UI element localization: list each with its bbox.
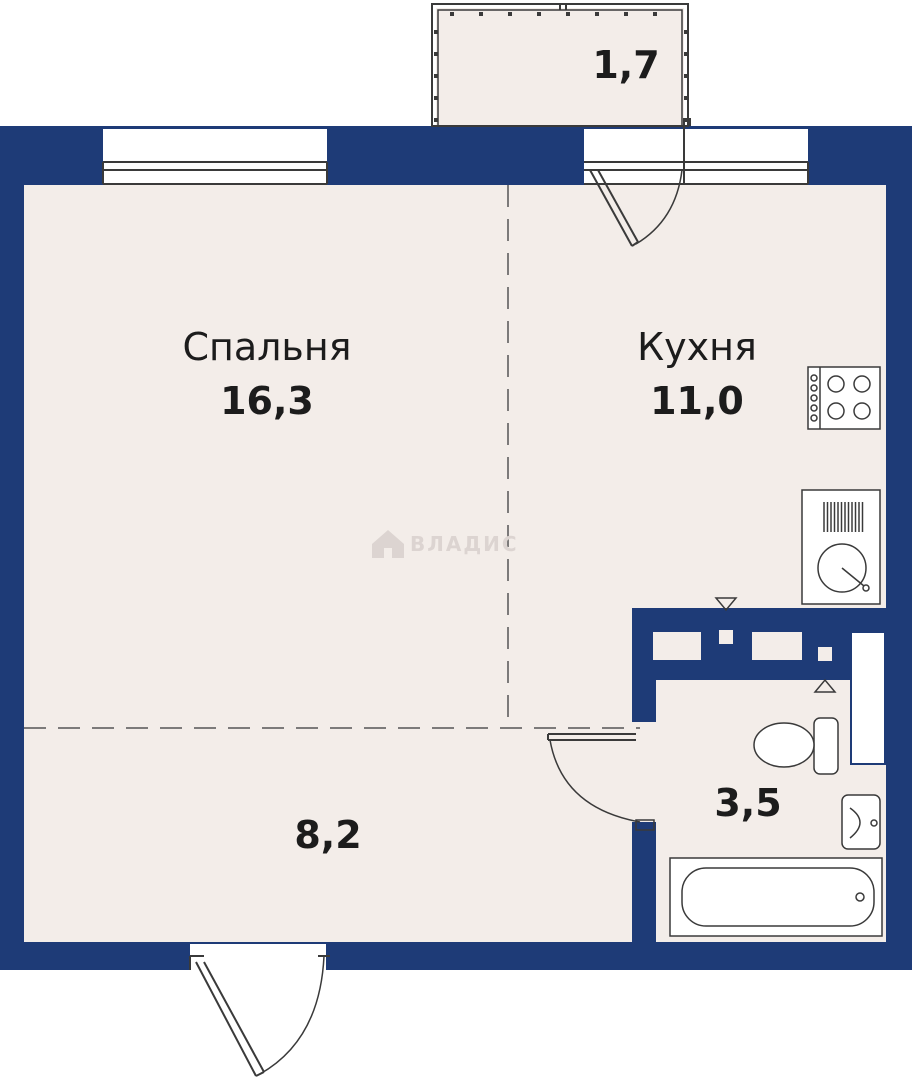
bedroom-area: 16,3: [220, 379, 314, 423]
bedroom-name: Спальня: [182, 325, 351, 369]
sink-icon: [801, 489, 881, 605]
balcony: [431, 3, 689, 127]
vent-marker-top-icon: [714, 597, 738, 612]
window-kitchen: [584, 129, 809, 185]
house-logo-icon: [372, 530, 404, 558]
bathtub-icon: [669, 857, 883, 937]
hall-area: 8,2: [294, 813, 361, 857]
toilet-icon: [753, 717, 839, 775]
bathroom-partition: [653, 630, 886, 765]
watermark: ВЛАДИС: [372, 530, 519, 558]
washbasin-icon: [841, 794, 881, 850]
zone-dividers: [24, 185, 640, 729]
entrance-opening: [190, 944, 326, 974]
balcony-door: [589, 118, 691, 247]
bathroom-door-opening: [632, 722, 656, 822]
entrance-door: [189, 955, 330, 1077]
vent-marker-bottom-icon: [813, 678, 837, 693]
kitchen-area: 11,0: [650, 379, 744, 423]
bathroom-area: 3,5: [714, 781, 781, 825]
kitchen-name: Кухня: [637, 325, 757, 369]
bathroom-door: [547, 733, 655, 831]
window-bedroom: [102, 129, 328, 185]
watermark-text: ВЛАДИС: [410, 532, 519, 556]
floor-area: [24, 185, 886, 942]
stove-icon: [807, 366, 881, 430]
balcony-area: 1,7: [592, 43, 659, 87]
